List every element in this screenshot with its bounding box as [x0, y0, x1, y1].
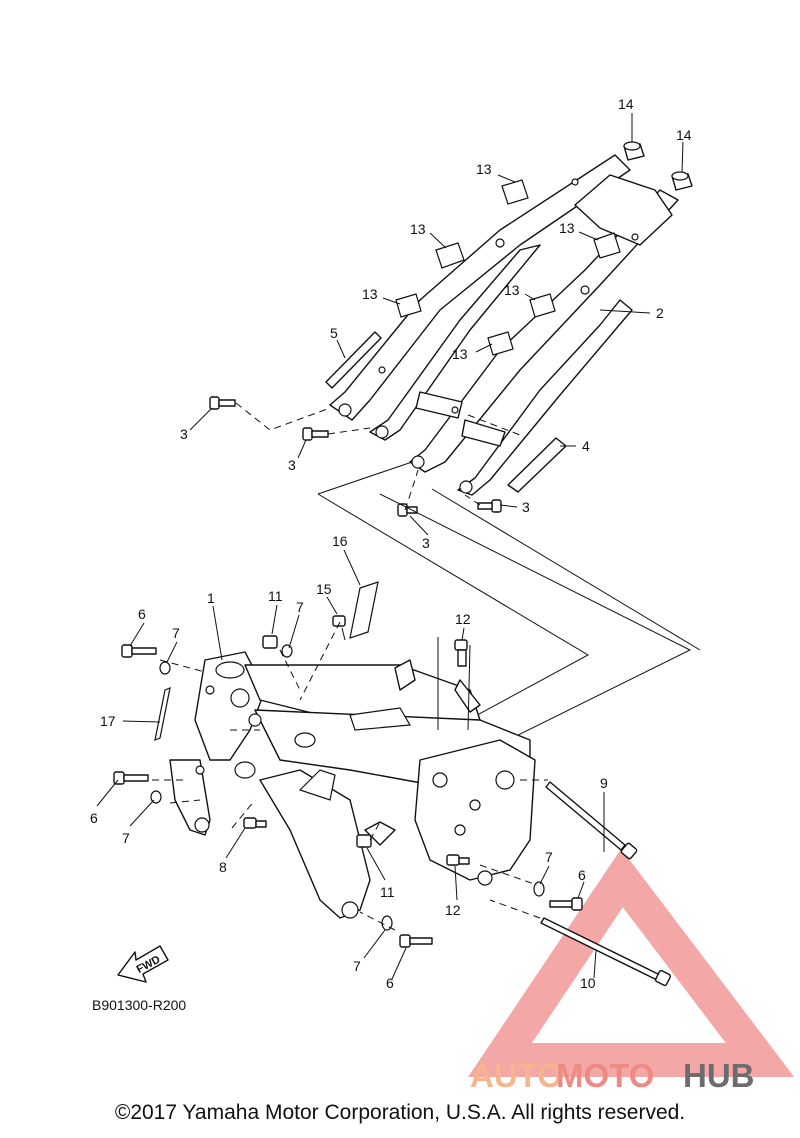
logo-moto: MOTO [556, 1057, 654, 1094]
callout: 3 [522, 499, 530, 515]
callout: 7 [296, 599, 304, 615]
fasteners-main [113, 615, 672, 987]
callout: 13 [410, 221, 426, 237]
callout: 6 [386, 975, 394, 991]
callout: 7 [545, 849, 553, 865]
leader-lines [96, 113, 684, 980]
callouts: 14 14 13 13 13 13 13 13 2 5 3 3 4 3 3 16… [90, 96, 692, 991]
callout: 4 [582, 438, 590, 454]
callout: 13 [559, 220, 575, 236]
callout: 7 [122, 830, 130, 846]
callout: 7 [353, 958, 361, 974]
callout: 3 [180, 426, 188, 442]
callout: 6 [578, 867, 586, 883]
callout: 7 [172, 625, 180, 641]
callout: 14 [618, 96, 634, 112]
fwd-arrow-icon: FWD [117, 945, 169, 983]
callout: 2 [656, 305, 664, 321]
main-frame [169, 651, 536, 919]
tape-13 [395, 179, 621, 356]
callout: 10 [580, 975, 596, 991]
callout: 13 [504, 282, 520, 298]
assembly-lines-lower [152, 621, 548, 931]
watermark-triangle [468, 848, 795, 1077]
callout: 14 [676, 127, 692, 143]
callout: 3 [422, 535, 430, 551]
callout: 12 [445, 902, 461, 918]
callout: 3 [288, 457, 296, 473]
callout: 12 [455, 611, 471, 627]
label-17 [154, 687, 171, 741]
callout: 11 [268, 588, 283, 604]
logo-auto: AUTO [470, 1057, 563, 1094]
callout: 6 [90, 810, 98, 826]
cap-14-right [671, 171, 693, 191]
cap-14-left [623, 141, 645, 161]
callout: 13 [452, 346, 468, 362]
callout: 11 [380, 884, 395, 900]
copyright-notice: ©2017 Yamaha Motor Corporation, U.S.A. A… [114, 1101, 686, 1124]
callout: 1 [207, 590, 215, 606]
label-16 [349, 581, 379, 639]
callout: 9 [600, 775, 608, 791]
callout: 13 [476, 161, 492, 177]
diagram-code: B901300-R200 [92, 997, 186, 1013]
logo-hub: HUB [683, 1057, 755, 1094]
callout: 13 [362, 286, 378, 302]
callout: 17 [100, 713, 116, 729]
plate-5 [325, 331, 382, 389]
callout: 15 [316, 581, 332, 597]
callout: 16 [332, 533, 348, 549]
callout: 6 [138, 606, 146, 622]
watermark-logo: AUTO MOTO HUB [470, 1057, 755, 1094]
fwd-label: FWD [135, 954, 163, 976]
callout: 5 [330, 325, 338, 341]
callout: 8 [219, 859, 227, 875]
rear-subframe [329, 154, 679, 496]
